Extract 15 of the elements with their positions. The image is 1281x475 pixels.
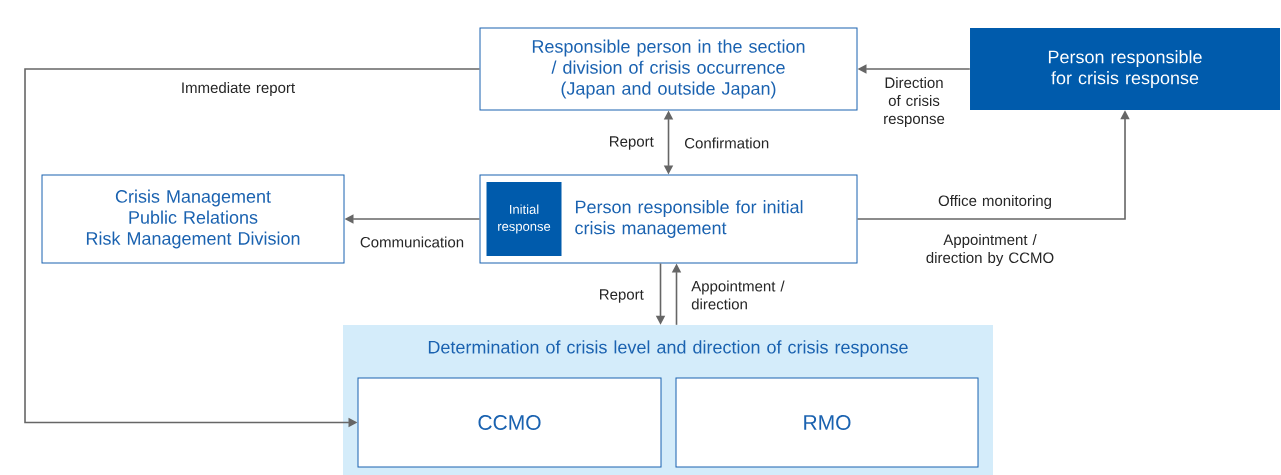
text-label: Appointment / direction by CCMO <box>926 234 1054 266</box>
tag-box: Initial response <box>486 182 562 256</box>
edge-label: Immediate report <box>182 82 295 96</box>
edge-label: Office monitoring <box>938 195 1051 209</box>
process-box: Crisis Management Public Relations Risk Management Division <box>41 174 345 264</box>
process-box: RMO <box>675 377 979 468</box>
text-label: Confirmation <box>685 137 769 149</box>
edge-label: Communication <box>360 236 464 248</box>
edge-label: Report <box>610 136 654 150</box>
edge-label: Direction of crisis response <box>884 77 945 127</box>
highlight-box: Person responsible for crisis response <box>970 28 1280 110</box>
edge-label: Report <box>600 289 644 303</box>
process-box: CCMO <box>357 377 662 468</box>
edge-label: Appointment / direction <box>691 280 785 310</box>
process-box: Responsible person in the section / division of crisis occurrence (Japan and outside Japan) <box>479 27 858 111</box>
